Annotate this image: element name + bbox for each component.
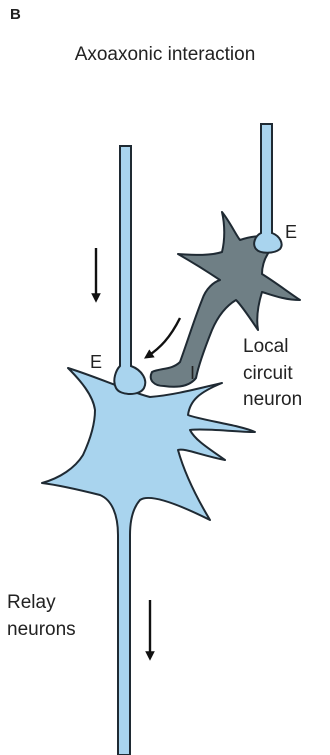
local-circuit-neuron-label: Local circuit neuron <box>243 334 302 414</box>
label-excitatory-upper: E <box>285 222 297 243</box>
relay-neurons-label: Relay neurons <box>7 590 76 643</box>
local-label-line-3: neuron <box>243 387 302 414</box>
relay-label-line-1: Relay <box>7 590 76 617</box>
label-inhibitory: I <box>190 363 195 384</box>
local-label-line-1: Local <box>243 334 302 361</box>
relay-label-line-2: neurons <box>7 617 76 644</box>
panel-letter: B <box>10 6 21 23</box>
local-input-axon <box>254 124 281 253</box>
figure-title: Axoaxonic interaction <box>0 44 330 66</box>
arrow-local-to-terminal <box>148 318 180 356</box>
local-label-line-2: circuit <box>243 361 302 388</box>
label-excitatory-lower: E <box>90 352 102 373</box>
relay-neuron-soma <box>42 368 255 755</box>
relay-input-axon <box>114 146 145 394</box>
